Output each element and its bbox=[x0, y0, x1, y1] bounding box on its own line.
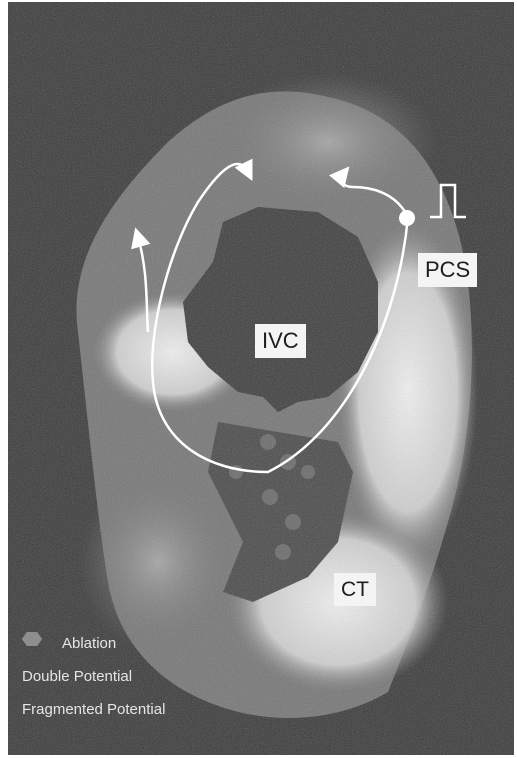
legend-label: Fragmented Potential bbox=[22, 701, 165, 718]
pcs-pacing-site bbox=[399, 210, 415, 226]
legend-label: Double Potential bbox=[22, 668, 132, 685]
fragmented-potential-hexagon-icon bbox=[22, 632, 42, 646]
ct-label: CT bbox=[334, 573, 376, 606]
electroanatomic-map: IVC PCS CT Ablation Double Potential Fra… bbox=[8, 2, 514, 755]
legend-item-fragmented-potential: Fragmented Potential bbox=[22, 698, 165, 720]
legend-item-double-potential: Double Potential bbox=[22, 665, 165, 687]
legend: Ablation Double Potential Fragmented Pot… bbox=[22, 632, 165, 731]
legend-label: Ablation bbox=[62, 635, 116, 652]
pcs-label: PCS bbox=[418, 253, 477, 287]
legend-item-ablation: Ablation bbox=[22, 632, 165, 654]
ivc-label: IVC bbox=[255, 324, 306, 358]
